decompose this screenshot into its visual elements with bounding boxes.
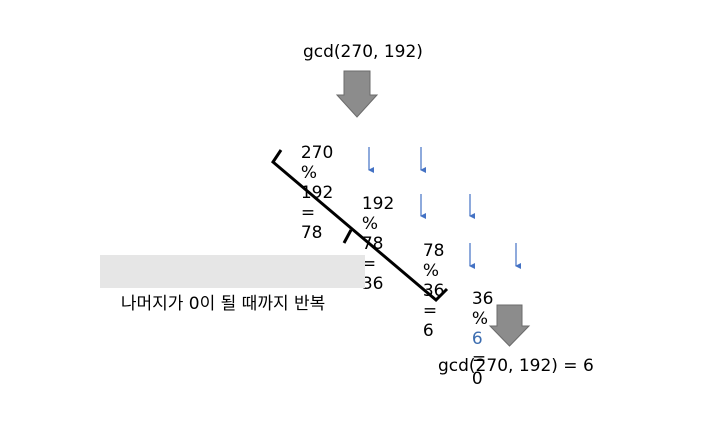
start-expression: gcd(270, 192) xyxy=(303,42,423,62)
big-down-arrow-top xyxy=(335,70,379,118)
result-expression: gcd(270, 192) = 6 xyxy=(438,356,594,376)
step-1-divisor: 192 xyxy=(300,183,334,203)
step-3: 78 % 36 = 6 xyxy=(412,221,445,341)
step-4-divisor-highlight: 6 xyxy=(471,329,483,349)
step-3-remainder: 6 xyxy=(422,321,434,341)
step-1-eq: = xyxy=(300,203,316,223)
step-4-remainder: 0 xyxy=(471,369,483,389)
repeat-note-box: 나머지가 0이 될 때까지 반복 xyxy=(100,255,365,314)
big-down-arrow-bottom xyxy=(488,304,531,347)
step-1-mod: % xyxy=(300,163,317,183)
step-4-dividend: 36 xyxy=(471,289,494,309)
step-2-eq: = xyxy=(361,254,377,274)
step-3-divisor: 36 xyxy=(422,281,445,301)
step-1-dividend: 270 xyxy=(300,143,334,163)
step-3-dividend: 78 xyxy=(422,241,445,261)
step-2-divisor: 78 xyxy=(361,234,384,254)
step-3-mod: % xyxy=(422,261,439,281)
step-1-remainder: 78 xyxy=(300,223,323,243)
repeat-note-text: 나머지가 0이 될 때까지 반복 xyxy=(120,294,326,314)
step-2-dividend: 192 xyxy=(361,194,395,214)
step-2-mod: % xyxy=(361,214,378,234)
step-2: 192 % 78 = 36 xyxy=(351,174,394,294)
step-4: 36 % 6 = 0 xyxy=(461,269,494,389)
bracket xyxy=(271,149,449,303)
step-1: 270 % 192 = 78 xyxy=(290,123,333,243)
step-4-mod: % xyxy=(471,309,488,329)
step-4-eq: = xyxy=(471,349,487,369)
step-3-eq: = xyxy=(422,301,438,321)
step-2-remainder: 36 xyxy=(361,274,384,294)
